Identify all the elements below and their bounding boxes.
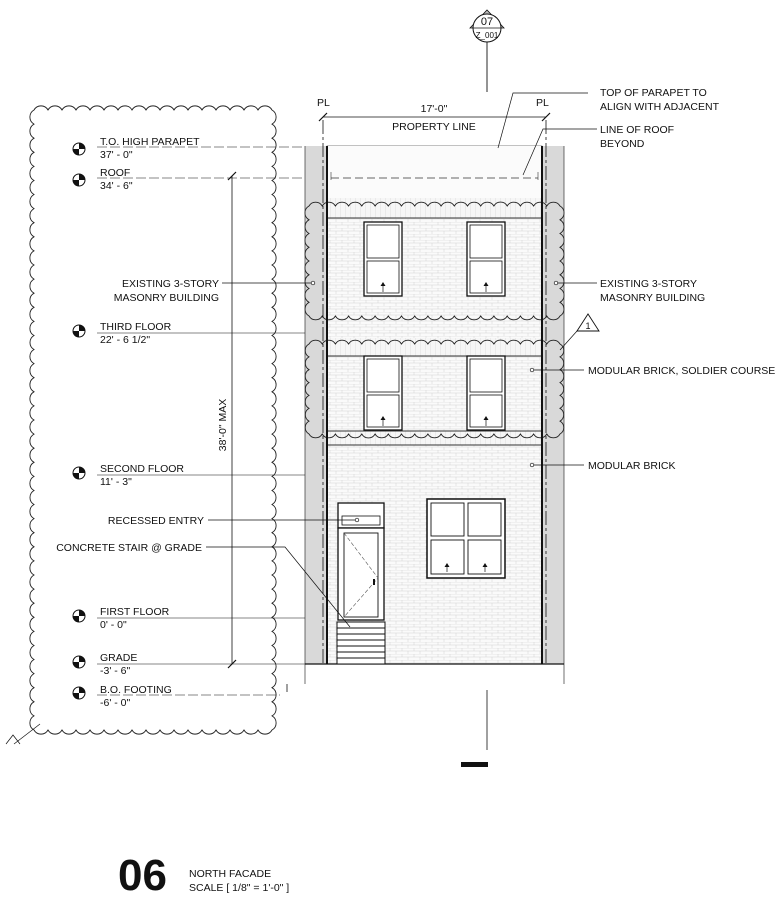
pl-tag-left: PL xyxy=(317,97,330,109)
level-name: T.O. HIGH PARAPET xyxy=(100,136,200,148)
note-soldier-course: MODULAR BRICK, SOLDIER COURSE xyxy=(588,365,775,377)
drawing-number: 06 xyxy=(118,851,167,900)
storefront-window xyxy=(426,498,506,579)
property-dimension: 17'-0" xyxy=(421,103,448,115)
note-right-existing-1: EXISTING 3-STORY xyxy=(600,278,697,290)
note-modular-brick: MODULAR BRICK xyxy=(588,460,676,472)
note-right-existing-2: MASONRY BUILDING xyxy=(600,292,705,304)
parapet xyxy=(327,146,542,198)
revision-tag-corner xyxy=(5,734,21,745)
revision-cloud-floor-3 xyxy=(304,201,565,321)
property-line-dimension xyxy=(318,112,551,122)
level-elevation: -3' - 6" xyxy=(100,665,131,677)
callout-number: 07 xyxy=(481,16,493,28)
window-second-left xyxy=(363,355,403,431)
window-second-right xyxy=(466,355,506,431)
note-concrete-stair: CONCRETE STAIR @ GRADE xyxy=(56,542,202,554)
note-recessed-entry: RECESSED ENTRY xyxy=(108,515,204,527)
drawing-scale: SCALE [ 1/8" = 1'-0" ] xyxy=(189,882,289,894)
soldier-course-third xyxy=(327,338,542,356)
pl-tag-right: PL xyxy=(536,97,549,109)
level-name: SECOND FLOOR xyxy=(100,463,184,475)
level-marker: SECOND FLOOR 11' - 3" xyxy=(72,463,305,488)
revision-cloud-tail xyxy=(13,723,41,745)
soldier-course-top xyxy=(327,198,542,218)
level-elevation: -6' - 0" xyxy=(100,697,131,709)
note-left-existing-2: MASONRY BUILDING xyxy=(114,292,219,304)
level-name: THIRD FLOOR xyxy=(100,321,172,333)
revision-tag xyxy=(576,313,600,332)
level-elevation: 37' - 0" xyxy=(100,149,133,161)
property-line-label: PROPERTY LINE xyxy=(392,121,476,133)
recessed-entry xyxy=(337,502,385,621)
level-name: B.O. FOOTING xyxy=(100,684,172,696)
note-left-existing-1: EXISTING 3-STORY xyxy=(122,278,219,290)
leader-lines xyxy=(206,92,597,628)
note-roof-2: BEYOND xyxy=(600,138,645,150)
level-elevation: 0' - 0" xyxy=(100,619,127,631)
level-marker: B.O. FOOTING -6' - 0" xyxy=(72,684,280,709)
adjacent-building-left xyxy=(305,146,327,664)
revision-tag-number: 1 xyxy=(585,321,590,331)
leader-dots xyxy=(310,280,559,523)
level-markers: T.O. HIGH PARAPET 37' - 0" ROOF 34' - 6"… xyxy=(72,136,305,709)
level-elevation: 22' - 6 1/2" xyxy=(100,334,150,346)
window-third-right xyxy=(466,221,506,297)
level-marker: THIRD FLOOR 22' - 6 1/2" xyxy=(72,321,305,346)
note-parapet-2: ALIGN WITH ADJACENT xyxy=(600,101,720,113)
level-marker: FIRST FLOOR 0' - 0" xyxy=(72,606,305,631)
revision-cloud-levels xyxy=(29,105,277,735)
callout-sheet: Z_001 xyxy=(476,31,499,40)
level-marker: GRADE -3' - 6" xyxy=(72,652,305,677)
concrete-stair xyxy=(336,621,386,665)
height-limit-dimension xyxy=(227,171,237,669)
level-name: FIRST FLOOR xyxy=(100,606,170,618)
level-elevation: 11' - 3" xyxy=(100,476,132,488)
note-roof-1: LINE OF ROOF xyxy=(600,124,674,136)
level-name: GRADE xyxy=(100,652,137,664)
adjacent-building-right xyxy=(542,146,564,664)
note-parapet-1: TOP OF PARAPET TO xyxy=(600,87,707,99)
level-name: ROOF xyxy=(100,167,130,179)
revision-cloud-floor-2 xyxy=(304,339,565,439)
datum-bar xyxy=(461,762,488,767)
level-elevation: 34' - 6" xyxy=(100,180,133,192)
level-marker: T.O. HIGH PARAPET 37' - 0" xyxy=(72,136,305,161)
level-marker: ROOF 34' - 6" xyxy=(72,167,305,192)
height-limit-label: 38'-0" MAX xyxy=(217,399,229,451)
elevation-callout xyxy=(469,9,505,92)
window-third-left xyxy=(363,221,403,297)
drawing-title: NORTH FACADE xyxy=(189,868,271,880)
